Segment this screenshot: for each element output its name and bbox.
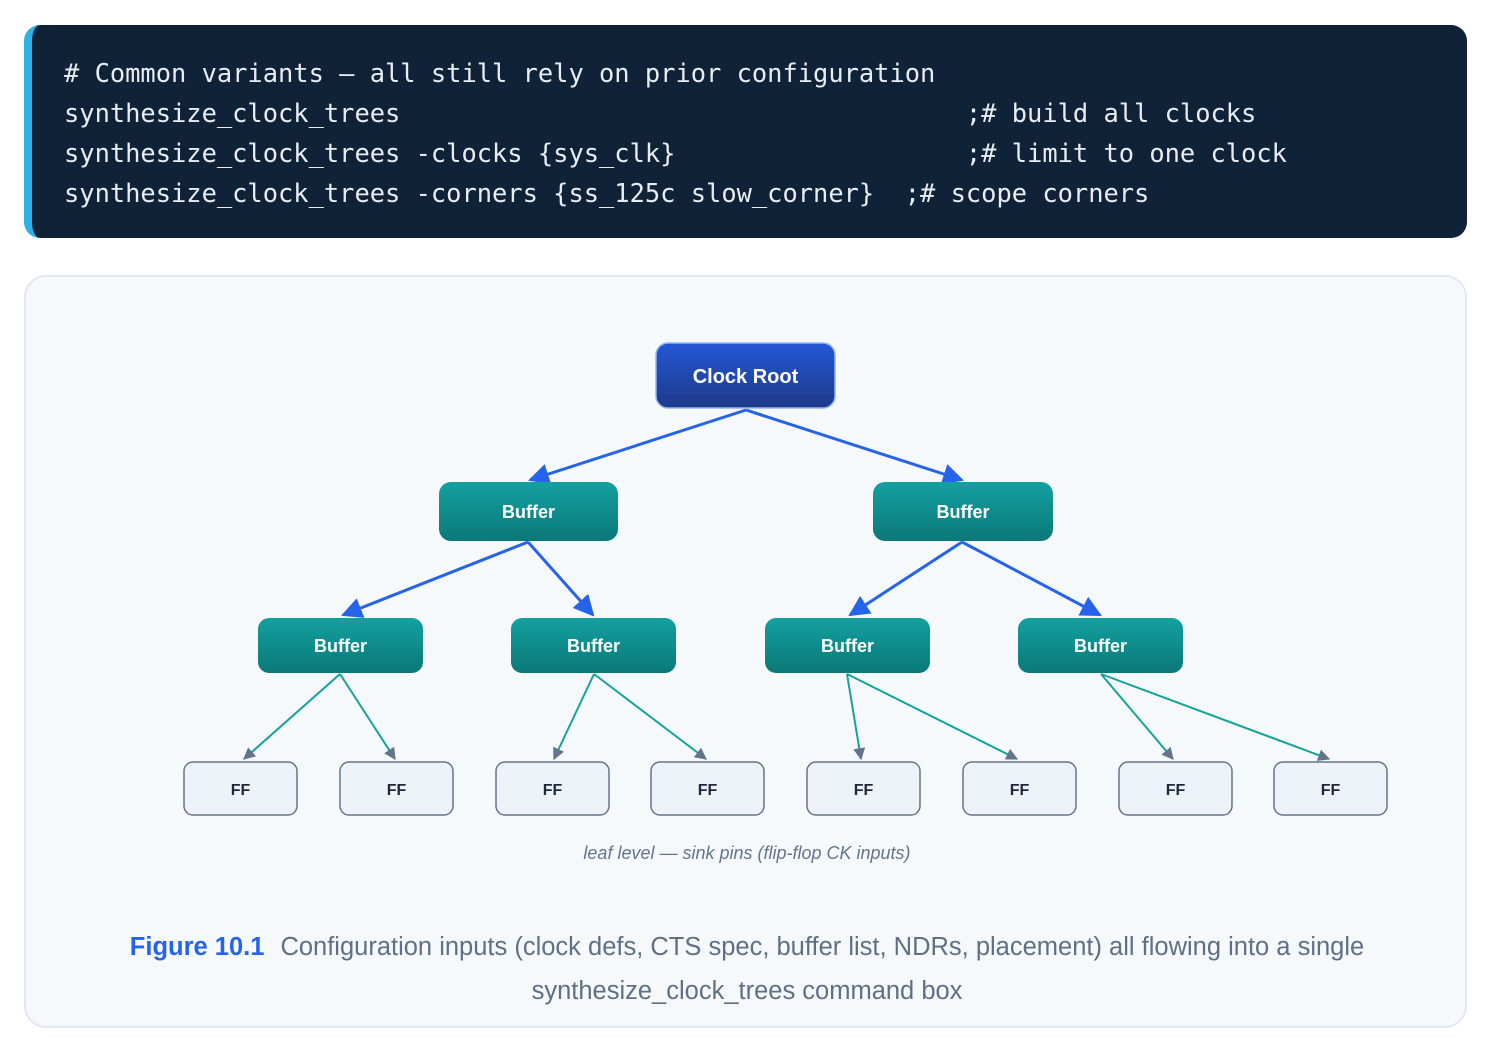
ff-node-4: FF (650, 761, 765, 816)
edge-buffer1-buffer2b (526, 541, 595, 617)
buffer-label: Buffer (502, 502, 555, 522)
edge-root-buffer-left (528, 408, 747, 485)
buffer-node-l2-2: Buffer (511, 618, 676, 673)
edge-buffer2a-ff1 (243, 673, 341, 760)
ff-node-2: FF (339, 761, 454, 816)
ff-node-7: FF (1118, 761, 1233, 816)
edge-buffer1b-buffer2d (961, 540, 1102, 617)
buffer-node-l2-3: Buffer (765, 618, 930, 673)
edge-buffer2b-ff4 (593, 673, 707, 760)
buffer-node-l2-1: Buffer (258, 618, 423, 673)
code-line-one-clock: synthesize_clock_trees -clocks {sys_clk}… (64, 138, 1287, 168)
edge-buffer2b-ff3 (553, 673, 595, 761)
ff-node-3: FF (495, 761, 610, 816)
edge-buffer1b-buffer2c (848, 540, 963, 617)
leaf-edges (243, 673, 1331, 761)
buffer-node-l1-left: Buffer (439, 482, 618, 541)
edge-buffer2c-ff6 (846, 673, 1019, 760)
figure-caption: Figure 10.1 Configuration inputs (clock d… (60, 925, 1434, 1013)
ff-label: FF (1010, 782, 1030, 799)
buffer-label: Buffer (937, 502, 990, 522)
buffer-label: Buffer (567, 636, 620, 656)
buffer-node-l1-right: Buffer (873, 482, 1053, 541)
edge-buffer1-buffer2a (341, 540, 529, 618)
figure-number: Figure 10.1 (129, 933, 265, 961)
ff-node-8: FF (1273, 761, 1388, 816)
code-comment-line: # Common variants — all still rely on pr… (64, 58, 936, 88)
code-block: # Common variants — all still rely on pr… (24, 25, 1467, 238)
buffer-edges (341, 540, 1102, 618)
ff-label: FF (231, 782, 251, 799)
leaf-level-note: leaf level — sink pins (flip-flop CK inp… (583, 843, 911, 863)
ff-node-6: FF (962, 761, 1077, 816)
ff-label: FF (387, 782, 407, 799)
ff-node-5: FF (806, 761, 921, 816)
ff-label: FF (1166, 782, 1186, 799)
clock-root-label: Clock Root (693, 366, 799, 388)
edge-buffer2c-ff5 (846, 673, 866, 761)
buffer-label: Buffer (314, 636, 367, 656)
buffer-label: Buffer (821, 636, 874, 656)
ff-label: FF (854, 782, 874, 799)
buffer-node-l2-4: Buffer (1018, 618, 1183, 673)
code-line-scope-corners: synthesize_clock_trees -corners {ss_125c… (64, 178, 1150, 208)
figure-caption-text: Configuration inputs (clock defs, CTS sp… (280, 933, 1365, 1005)
buffer-label: Buffer (1074, 636, 1127, 656)
ff-label: FF (543, 782, 563, 799)
edge-buffer2d-ff7 (1100, 673, 1174, 760)
edge-root-buffer-right (745, 408, 964, 485)
edge-buffer2a-ff2 (339, 673, 396, 761)
ff-node-1: FF (183, 761, 298, 816)
clock-root-node: Clock Root (655, 342, 836, 409)
root-edges (528, 408, 964, 485)
code-line-build-all: synthesize_clock_trees ;# build all cloc… (64, 98, 1257, 128)
ff-label: FF (698, 782, 718, 799)
ff-label: FF (1321, 782, 1341, 799)
edge-buffer2d-ff8 (1100, 673, 1331, 761)
